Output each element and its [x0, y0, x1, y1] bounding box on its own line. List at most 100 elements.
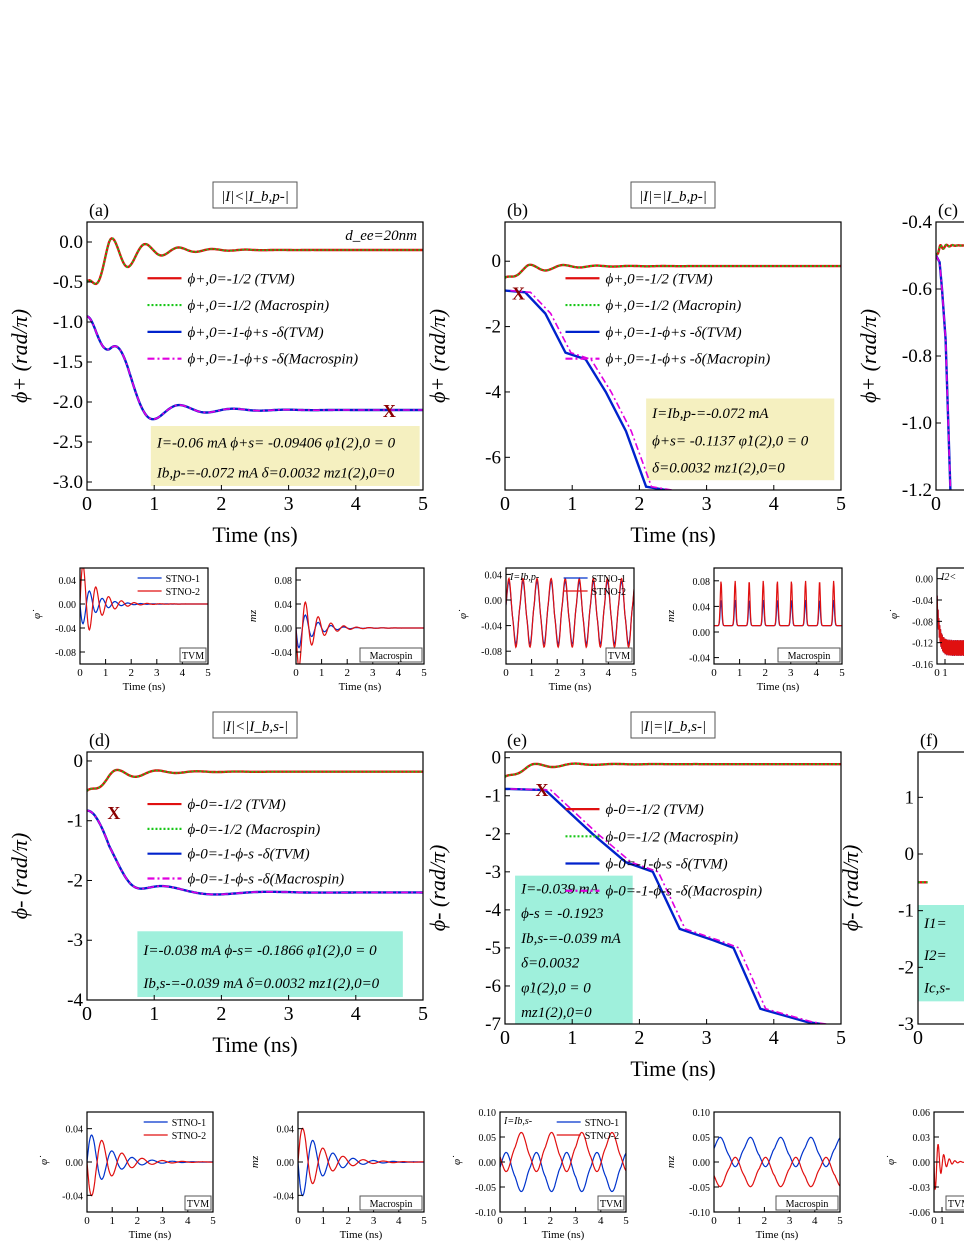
y-tick-label: 0.00 [59, 600, 77, 611]
info-line: mz1(2),0=0 [521, 1005, 592, 1021]
x-tick-label: 0 [913, 1027, 923, 1049]
tag-box [184, 1195, 212, 1211]
x-tick-label: 1 [109, 1215, 115, 1227]
x-axis-label: Time (ns) [549, 681, 592, 693]
y-tick-label: 0.0 [59, 232, 83, 253]
panel-label: (d) [89, 730, 110, 751]
y-tick-label: 0.00 [916, 575, 934, 586]
y-tick-label: -2.0 [53, 392, 83, 413]
marker-x: X [535, 780, 548, 800]
x-tick-label: 4 [812, 1215, 818, 1227]
info-box [150, 426, 420, 486]
info-line: Ib,s-=-0.039 mA δ=0.0032 mz1(2),0=0 [142, 976, 379, 992]
y-tick-label: -1 [485, 786, 501, 807]
series-line-macrospin [505, 762, 841, 778]
series-line [714, 1156, 840, 1188]
chart-panel-15: 010.060.030.00-0.03-0.06φ̇TVM [885, 1108, 964, 1227]
x-tick-label: 2 [762, 1215, 768, 1227]
x-tick-label: 2 [634, 493, 644, 515]
y-axis-label: ϕ+ (rad/π) [856, 309, 881, 403]
panel-header-box [630, 711, 716, 739]
y-tick-label: 0.05 [479, 1133, 497, 1144]
series-line [506, 576, 634, 649]
x-tick-label: 5 [205, 667, 211, 679]
x-axis-label: Time (ns) [630, 522, 715, 547]
info-line: ϕ-s = -0.1923 [521, 906, 603, 922]
y-tick-label: -0.06 [909, 1208, 930, 1219]
axis-frame [504, 751, 842, 1025]
info-line: I=-0.06 mA ϕ+s= -0.09406 φ̇1(2),0 = 0 [156, 436, 396, 452]
x-tick-label: 0 [931, 493, 941, 515]
legend-entry: ϕ-0=-1-ϕ-s -δ(TVM) [605, 857, 727, 873]
series-line-macrospin [936, 255, 952, 490]
x-axis-label: Time (ns) [757, 681, 800, 693]
series-line-tvm [87, 768, 423, 792]
x-tick-label: 2 [762, 667, 768, 679]
legend-entry: STNO-1 [166, 574, 200, 585]
tag-box [605, 647, 633, 663]
tag-box [777, 647, 841, 663]
info-line: φ̇1(2),0 = 0 [521, 980, 591, 996]
legend-entry: STNO-1 [585, 1118, 619, 1129]
x-tick-label: 0 [84, 1215, 90, 1227]
x-axis-label: Time (ns) [129, 1229, 172, 1241]
y-axis-label: ϕ- (rad/π) [425, 845, 450, 932]
x-tick-label: 0 [500, 493, 510, 515]
series-line [298, 1127, 424, 1185]
x-tick-label: 0 [77, 667, 83, 679]
x-tick-label: 2 [216, 1003, 226, 1025]
legend-entry: STNO-2 [585, 1131, 619, 1142]
legend-entry: ϕ+,0=-1/2 (TVM) [605, 271, 712, 287]
x-tick-label: 0 [503, 667, 509, 679]
y-tick-label: -3 [485, 862, 501, 883]
series-line [937, 595, 964, 657]
y-tick-label: 0.05 [693, 1133, 711, 1144]
y-tick-label: -0.4 [902, 212, 933, 233]
legend-entry: STNO-1 [172, 1118, 206, 1129]
y-axis-label: φ̇ [885, 1155, 897, 1165]
y-tick-label: 0.04 [66, 1125, 84, 1136]
x-tick-label: 5 [421, 667, 427, 679]
info-line: I=-0.039 mA [520, 881, 599, 897]
info-line: Ib,s-=-0.039 mA [520, 931, 622, 947]
x-tick-label: 1 [939, 1215, 945, 1227]
series-line-tvm [505, 263, 841, 279]
chart-panel-0: I=-0.06 mA ϕ+s= -0.09406 φ̇1(2),0 = 0Ib,… [7, 181, 428, 547]
series-line-tvm [505, 787, 821, 1024]
series-line [298, 1139, 424, 1197]
series-line-tvm [936, 254, 952, 490]
x-tick-label: 4 [769, 1027, 779, 1049]
y-tick-label: 0.00 [479, 1158, 497, 1169]
y-tick-label: 0.08 [693, 577, 711, 588]
x-axis-label: Time (ns) [756, 1229, 799, 1241]
panel-label: (f) [920, 730, 938, 751]
x-tick-label: 3 [370, 667, 376, 679]
tag-box [597, 1195, 625, 1211]
tag-box [359, 1195, 423, 1211]
panel-label: (a) [89, 200, 109, 221]
chart-panel-2: 0-0.4-0.6-0.8-1.0-1.2ϕ+ (rad/π)(c) [856, 200, 964, 515]
tag-label: TVM [187, 1199, 209, 1210]
y-tick-label: 0.04 [59, 576, 77, 587]
y-tick-label: -0.10 [689, 1208, 710, 1219]
x-tick-label: 0 [931, 1215, 937, 1227]
y-tick-label: 0.00 [485, 596, 503, 607]
y-tick-label: -2 [898, 957, 914, 978]
legend-entry: ϕ+,0=-1-ϕ+s -δ(Macrospin) [187, 352, 358, 368]
y-axis-label: ϕ+ (rad/π) [7, 309, 32, 403]
x-tick-label: 0 [82, 493, 92, 515]
series-line [87, 1134, 213, 1180]
panel-header: |I|=|I_b,s-| [640, 719, 706, 735]
y-axis-label: φ̇ [457, 609, 469, 619]
y-tick-label: -1.0 [902, 413, 932, 434]
x-axis-label: Time (ns) [630, 1056, 715, 1081]
legend-entry: ϕ-0=-1/2 (TVM) [187, 797, 285, 813]
x-axis-label: Time (ns) [339, 681, 382, 693]
x-tick-label: 1 [149, 493, 159, 515]
x-tick-label: 4 [185, 1215, 191, 1227]
